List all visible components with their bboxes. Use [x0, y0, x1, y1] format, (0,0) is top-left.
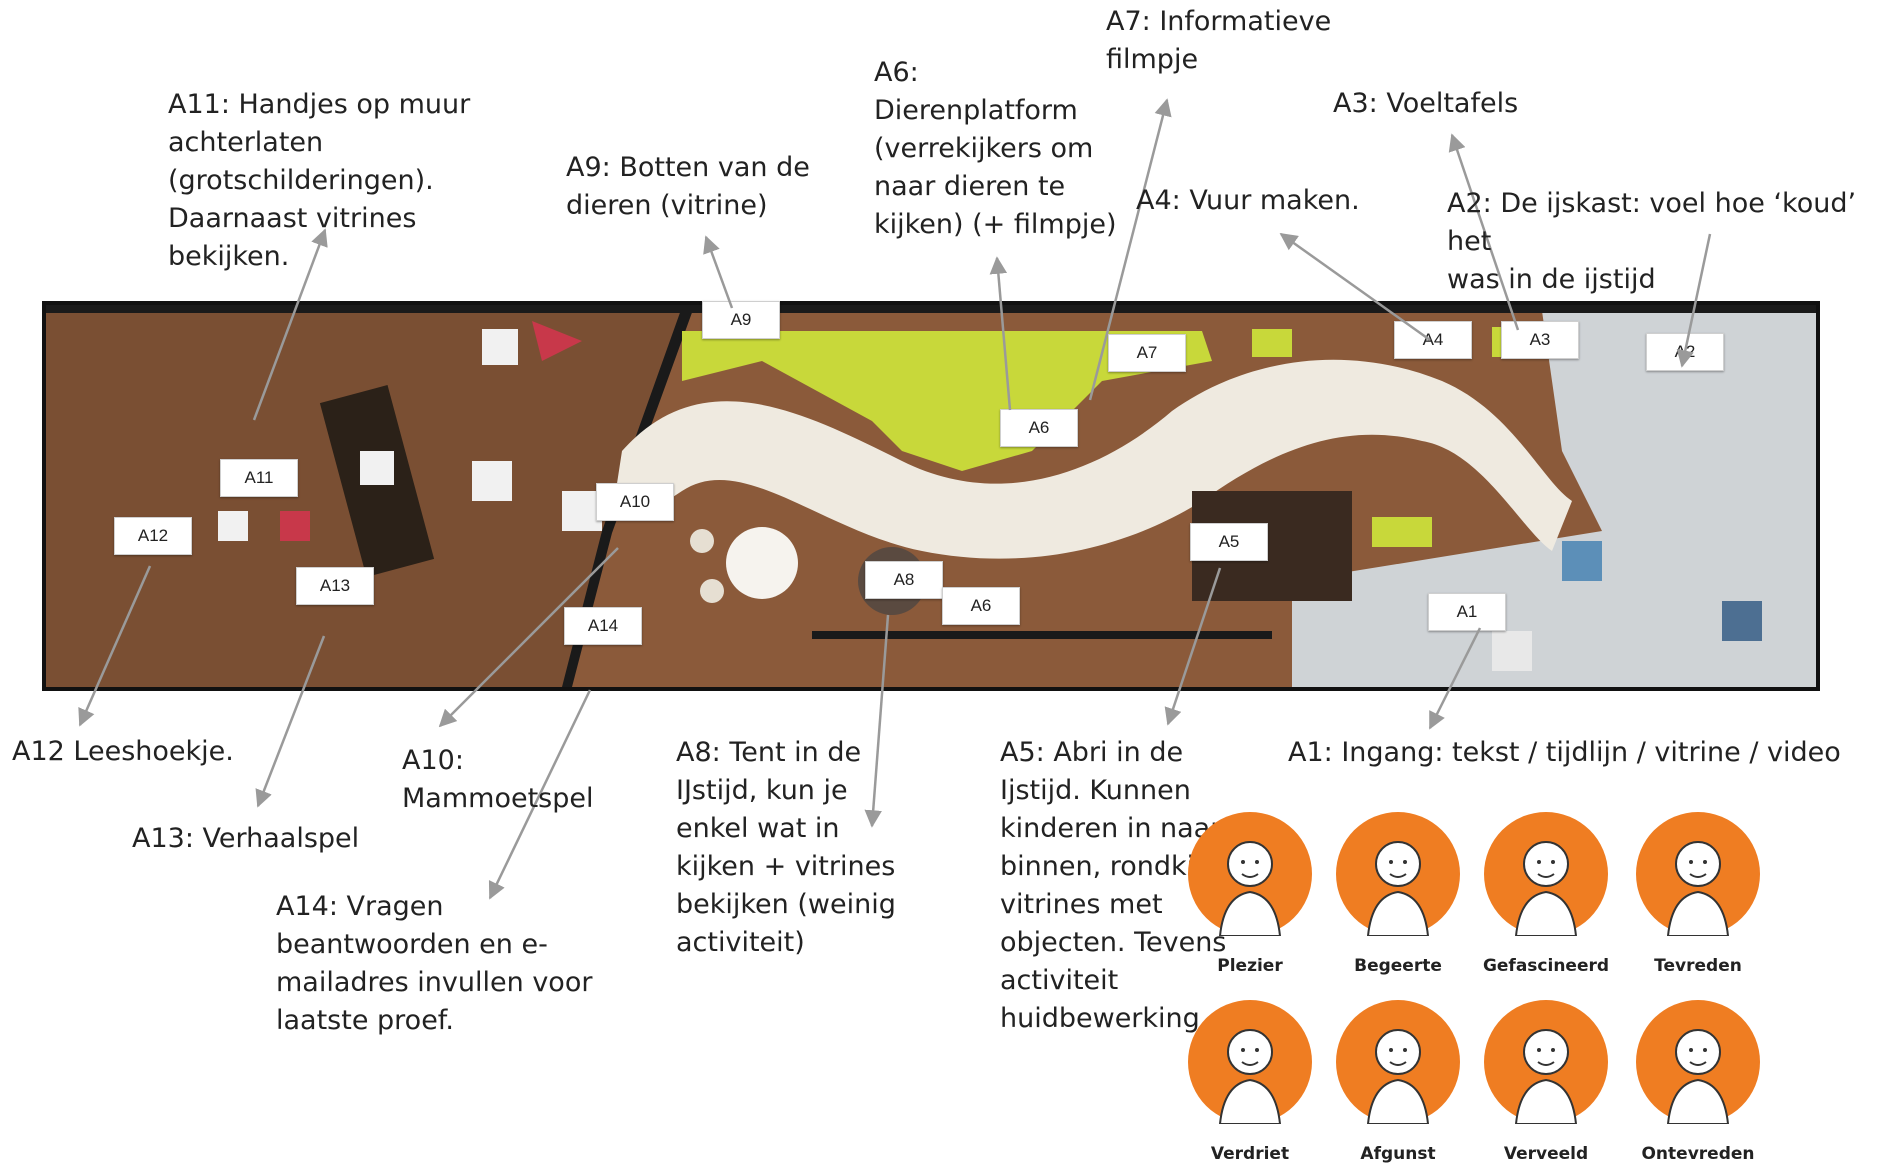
tag-a2: A2 — [1646, 333, 1724, 371]
callout-a1: A1: Ingang: tekst / tijdlijn / vitrine /… — [1288, 737, 1841, 768]
stool-1 — [690, 529, 714, 553]
callout-a7: A7: Informatieve filmpje — [1106, 6, 1332, 75]
callout-a6: A6: Dierenplatform (verrekijkers om naar… — [874, 57, 1117, 240]
tag-a9: A9 — [702, 301, 780, 339]
emotion-face-icon — [1484, 812, 1608, 937]
callout-a13: A13: Verhaalspel — [132, 823, 360, 854]
cube-5 — [472, 461, 512, 501]
emotion-label: Gefascineerd — [1482, 956, 1610, 976]
tag-a12: A12 — [114, 517, 192, 555]
emotion-plezier: Plezier — [1175, 812, 1325, 976]
tag-a13: A13 — [296, 567, 374, 605]
emotion-label: Tevreden — [1654, 956, 1742, 976]
emotion-begeerte: Begeerte — [1323, 812, 1473, 976]
callout-a4: A4: Vuur maken. — [1136, 185, 1360, 216]
tag-a6-bottom: A6 — [942, 587, 1020, 625]
wall-top — [46, 305, 1816, 313]
animal-platform — [682, 331, 1212, 471]
tag-a14: A14 — [564, 607, 642, 645]
cube-3 — [218, 511, 248, 541]
emotion-face-icon — [1636, 812, 1760, 937]
tag-a7: A7 — [1108, 334, 1186, 372]
entrance-box-3 — [1492, 631, 1532, 671]
emotion-verdriet: Verdriet — [1175, 1000, 1325, 1164]
lime-block-1 — [1252, 329, 1292, 357]
emotion-afgunst: Afgunst — [1323, 1000, 1473, 1164]
walkway — [612, 359, 1572, 559]
tag-a6-top: A6 — [1000, 409, 1078, 447]
callout-a9: A9: Botten van de dieren (vitrine) — [566, 152, 810, 221]
reading-red-shape — [532, 321, 582, 361]
emotion-tevreden: Tevreden — [1623, 812, 1773, 976]
emotion-ontevreden: Ontevreden — [1623, 1000, 1773, 1164]
emotion-verveeld: Verveeld — [1471, 1000, 1621, 1164]
floor-plan: A9 A7 A4 A3 A2 A6 A11 A12 A10 A5 A13 A8 … — [42, 301, 1820, 691]
emotion-label: Afgunst — [1360, 1144, 1436, 1164]
arrow-a9 — [703, 235, 734, 309]
tag-a3: A3 — [1501, 321, 1579, 359]
emotion-label: Verdriet — [1210, 1144, 1290, 1164]
emotion-face-icon — [1336, 812, 1460, 937]
emotion-label: Begeerte — [1354, 956, 1442, 976]
lime-block-3 — [1372, 517, 1432, 547]
emotion-label: Verveeld — [1503, 1144, 1589, 1164]
tag-a11: A11 — [220, 459, 298, 497]
callout-a8: A8: Tent in de IJstijd, kun je enkel wat… — [676, 737, 896, 958]
stool-2 — [700, 579, 724, 603]
callout-a10: A10: Mammoetspel — [402, 745, 594, 814]
bottom-wall — [812, 631, 1272, 639]
entrance-area — [1292, 311, 1816, 687]
emotion-gefascineerd: Gefascineerd — [1471, 812, 1621, 976]
tag-a4: A4 — [1394, 321, 1472, 359]
emotion-face-icon — [1336, 1000, 1460, 1125]
callout-a5: A5: Abri in de Ijstijd. Kunnen kinderen … — [1000, 737, 1259, 1034]
tag-a8: A8 — [865, 561, 943, 599]
entrance-box-2 — [1722, 601, 1762, 641]
entrance-box-1 — [1562, 541, 1602, 581]
emotion-face-icon — [1484, 1000, 1608, 1125]
round-table — [726, 527, 798, 599]
tag-a10: A10 — [596, 483, 674, 521]
cube-6 — [562, 491, 602, 531]
callout-a3: A3: Voeltafels — [1333, 88, 1519, 119]
tag-a1: A1 — [1428, 593, 1506, 631]
emotion-label: Plezier — [1217, 956, 1283, 976]
floor-plan-drawing — [46, 305, 1816, 687]
callout-a12: A12 Leeshoekje. — [12, 736, 234, 767]
callout-a11: A11: Handjes op muur achterlaten (grotsc… — [168, 89, 471, 272]
tag-a5: A5 — [1190, 523, 1268, 561]
emotion-face-icon — [1636, 1000, 1760, 1125]
cube-2 — [360, 451, 394, 485]
callout-a14: A14: Vragen beantwoorden en e- mailadres… — [276, 891, 593, 1036]
cube-4 — [280, 511, 310, 541]
emotion-label: Ontevreden — [1641, 1144, 1755, 1164]
emotion-face-icon — [1188, 1000, 1312, 1125]
emotion-face-icon — [1188, 812, 1312, 937]
reading-cube-1 — [482, 329, 518, 365]
callout-a2: A2: De ijskast: voel hoe ‘koud’ het was … — [1447, 188, 1857, 295]
